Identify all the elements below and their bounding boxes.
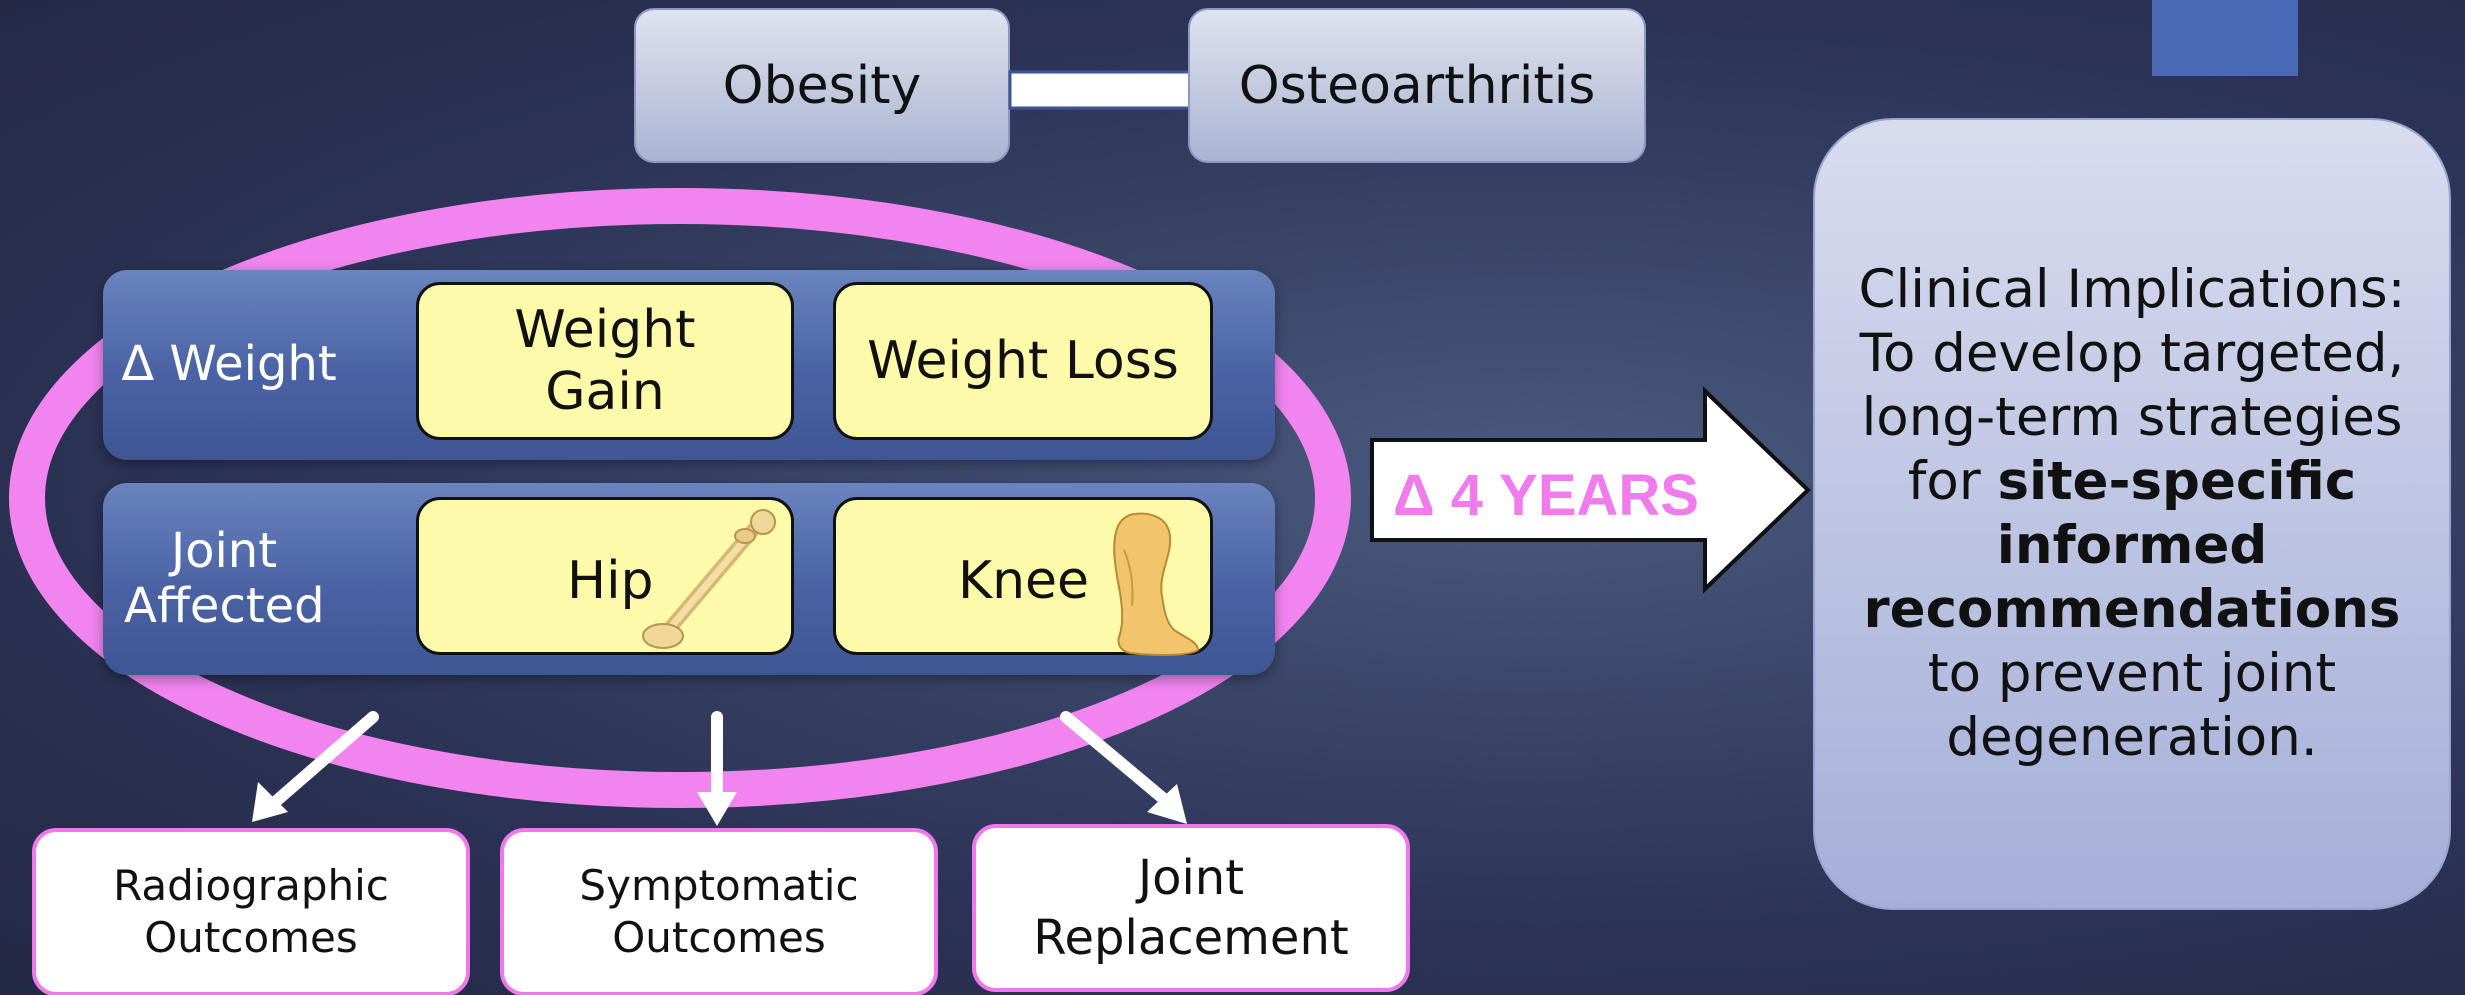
radiographic-outcomes-label: Radiographic Outcomes [101, 860, 401, 965]
arrow-to-radiographic [274, 717, 373, 803]
radiographic-outcomes-box: Radiographic Outcomes [32, 828, 470, 995]
knee-label: Knee [958, 550, 1089, 612]
duration-label: Δ 4 YEARS [1368, 440, 1724, 550]
arrow-to-joint-replacement [1066, 717, 1165, 800]
symptomatic-outcomes-box: Symptomatic Outcomes [500, 828, 938, 995]
osteoarthritis-label: Osteoarthritis [1239, 56, 1596, 116]
joint-affected-label: Joint Affected [119, 483, 329, 675]
clinical-implications-box: Clinical Implications: To develop target… [1813, 118, 2451, 910]
clinical-outro: to prevent joint degeneration. [1928, 643, 2336, 768]
weight-gain-box: Weight Gain [416, 282, 794, 440]
obesity-box: Obesity [634, 8, 1010, 163]
outcome-arrows [230, 700, 1230, 840]
obesity-label: Obesity [723, 56, 922, 116]
weight-change-label: Δ Weight [119, 270, 339, 460]
lower-leg-foot-icon [1094, 510, 1206, 656]
hip-box: Hip [416, 497, 794, 655]
symptomatic-outcomes-label: Symptomatic Outcomes [569, 860, 869, 965]
femur-bone-icon [641, 508, 791, 656]
joint-replacement-label: Joint Replacement [1021, 848, 1361, 968]
knee-box: Knee [833, 497, 1213, 655]
osteoarthritis-box: Osteoarthritis [1188, 8, 1646, 163]
corner-accent-square [2152, 0, 2298, 76]
weight-loss-box: Weight Loss [833, 282, 1213, 440]
weight-loss-label: Weight Loss [867, 330, 1179, 392]
joint-affected-band: Joint Affected Hip Knee [103, 483, 1275, 675]
weight-change-band: Δ Weight Weight Gain Weight Loss [103, 270, 1275, 460]
weight-gain-label: Weight Gain [490, 299, 720, 424]
joint-replacement-box: Joint Replacement [972, 824, 1410, 992]
clinical-implications-text: Clinical Implications: To develop target… [1829, 258, 2435, 771]
